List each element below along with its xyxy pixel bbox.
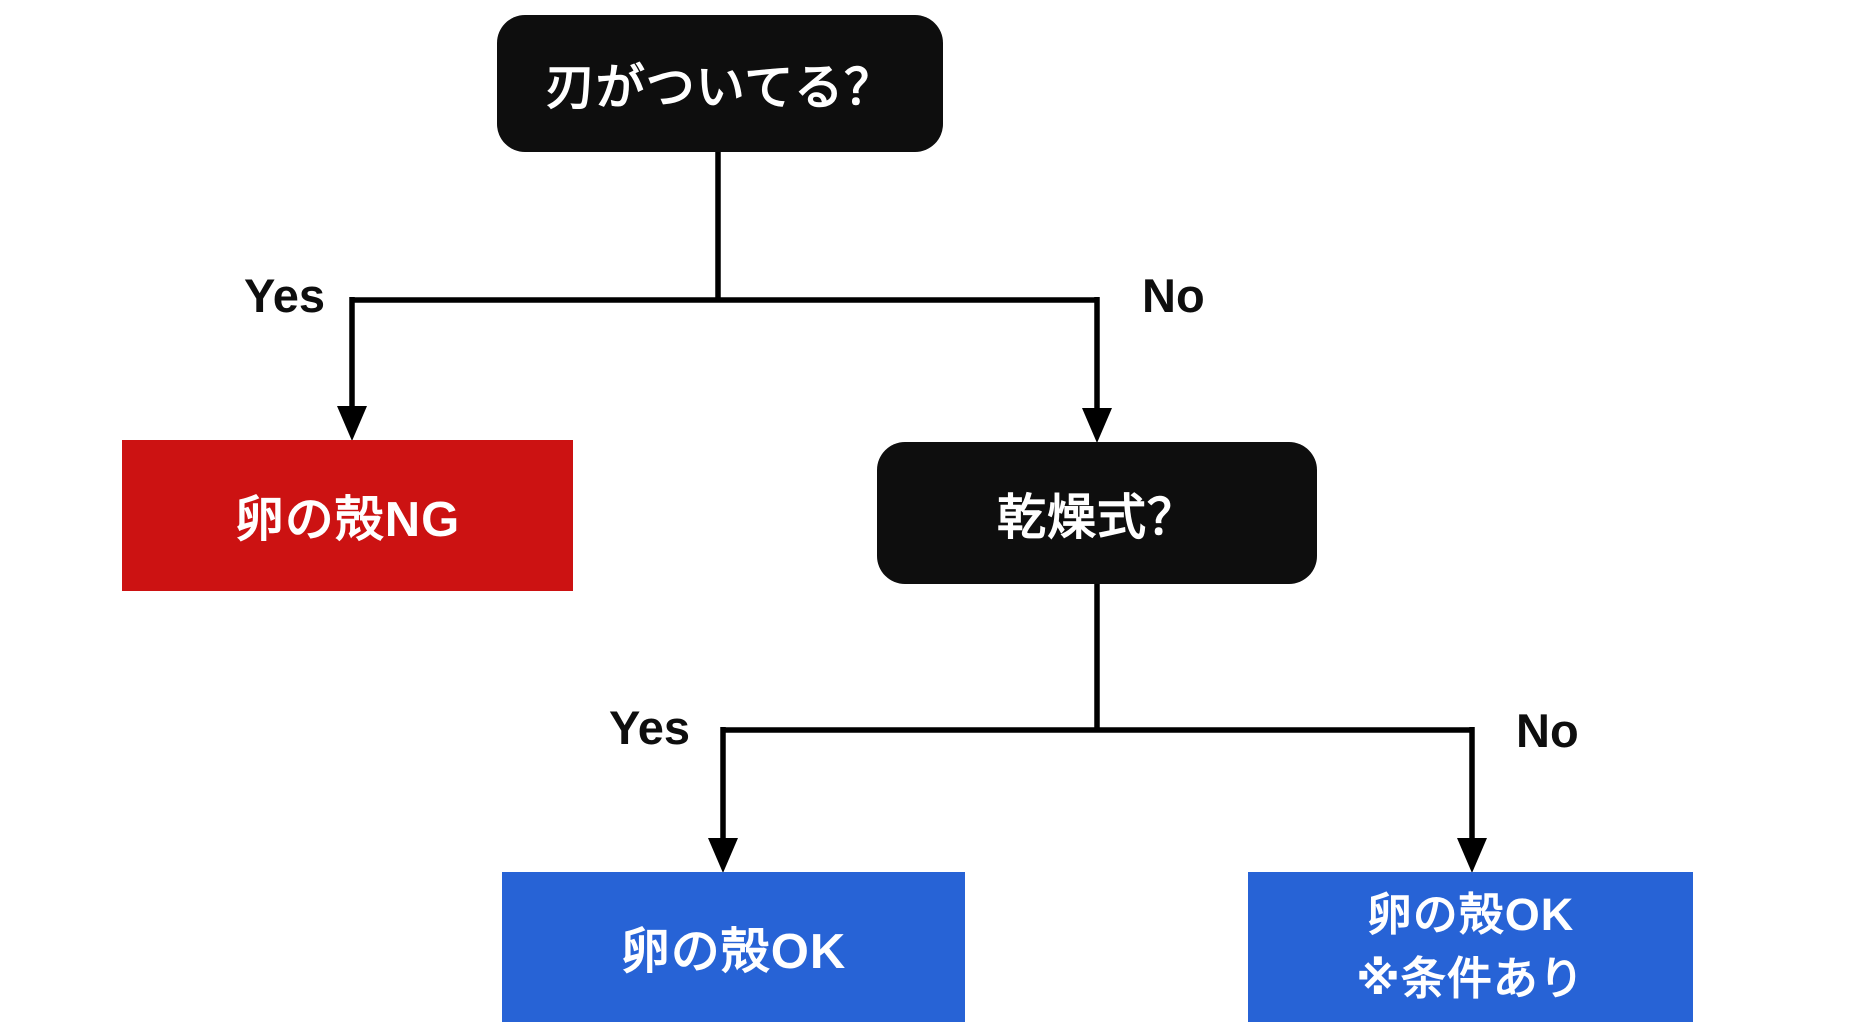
edge-label-root-no: No — [1142, 269, 1205, 322]
node-dry-question-label: 乾燥式？ — [996, 490, 1197, 545]
arrowhead-to-dry — [1082, 408, 1112, 443]
arrowhead-to-ok-conditional — [1457, 838, 1487, 873]
edge-label-root-yes: Yes — [243, 269, 325, 322]
node-dry-question: 乾燥式？ — [877, 442, 1317, 584]
arrowhead-to-ok — [708, 838, 738, 873]
node-eggshell-ok-conditional-line1: 卵の殻OK — [1366, 889, 1575, 941]
node-eggshell-ok-label: 卵の殻OK — [620, 924, 847, 979]
node-eggshell-ok-conditional-line2: ※条件あり — [1356, 953, 1585, 1004]
edge-label-dry-yes: Yes — [608, 701, 690, 754]
edge-label-dry-no: No — [1516, 704, 1579, 757]
node-eggshell-ng-label: 卵の殻NG — [234, 493, 461, 547]
node-eggshell-ng: 卵の殻NG — [122, 440, 573, 591]
node-eggshell-ok-conditional: 卵の殻OK ※条件あり — [1248, 872, 1693, 1022]
node-blade-question-label: 刃がついてる？ — [545, 61, 895, 115]
arrowhead-to-ng — [337, 406, 367, 441]
node-eggshell-ok: 卵の殻OK — [502, 872, 965, 1022]
node-blade-question: 刃がついてる？ — [497, 15, 943, 152]
